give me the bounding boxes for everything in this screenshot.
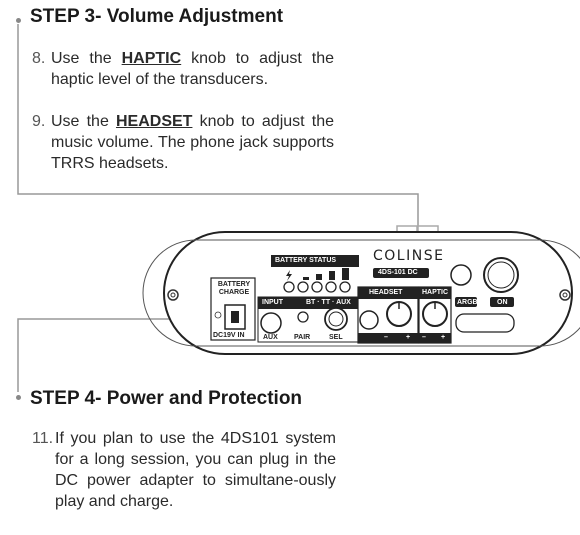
- item-number: 11.: [32, 430, 54, 447]
- input-modes-label: BT · TT · AUX: [306, 299, 351, 306]
- step4-title: Power and Protection: [106, 388, 303, 409]
- step4-item-11: 11. If you plan to use the 4DS101 system…: [32, 428, 336, 512]
- step4-heading: STEP 4- Power and Protection: [30, 388, 302, 410]
- battery-status-label: BATTERY STATUS: [275, 257, 337, 264]
- aux-jack: [260, 312, 282, 334]
- step4-leader-line: [17, 318, 238, 392]
- battery-led-indicators: [283, 281, 351, 293]
- step3-title: Volume Adjustment: [106, 6, 284, 27]
- item-number: 8.: [32, 50, 46, 67]
- item-text: Use the HEADSET knob to adjust the music…: [51, 113, 334, 172]
- step3-item-9: 9. Use the HEADSET knob to adjust the mu…: [32, 111, 334, 174]
- haptic-label: HAPTIC: [422, 289, 449, 296]
- device-inner-outline: [142, 239, 580, 347]
- polarity-icon: [214, 311, 222, 319]
- battery-charge-label: BATTERY CHARGE: [217, 281, 251, 296]
- headset-plus-label: +: [406, 334, 411, 341]
- left-screw-icon: [167, 289, 179, 301]
- model-badge: [373, 268, 429, 278]
- step4-prefix: STEP 4-: [30, 388, 107, 409]
- haptic-plus-label: +: [441, 334, 446, 341]
- step3-item-8: 8. Use the HAPTIC knob to adjust the hap…: [32, 48, 334, 90]
- headset-keyword: HEADSET: [115, 113, 193, 130]
- haptic-minus-label: –: [422, 334, 426, 341]
- step3-leader-line: [17, 24, 419, 226]
- battery-level-icons: [286, 268, 349, 281]
- battery-charge-box: [210, 277, 256, 341]
- pair-button: [297, 311, 309, 323]
- dc-in-label: DC19V IN: [213, 332, 245, 339]
- step3-bullet: [16, 18, 21, 23]
- item-text: Use the HAPTIC knob to adjust the haptic…: [51, 50, 334, 88]
- aux-label: AUX: [263, 334, 278, 341]
- headset-label: HEADSET: [369, 289, 403, 296]
- argb-label: ARGB: [457, 299, 478, 306]
- step4-bullet: [16, 395, 21, 400]
- step3-prefix: STEP 3-: [30, 6, 107, 27]
- on-label: ON: [497, 299, 508, 306]
- input-section-bar: [258, 297, 358, 309]
- step3-heading: STEP 3- Volume Adjustment: [30, 6, 283, 28]
- input-label: INPUT: [262, 299, 283, 306]
- headset-minus-label: –: [384, 334, 388, 341]
- headset-jack: [359, 310, 379, 330]
- argb-button: [450, 264, 472, 286]
- battery-status-bar: [271, 255, 359, 267]
- sel-label: SEL: [329, 334, 343, 341]
- item-text: If you plan to use the 4DS101 system for…: [55, 430, 336, 510]
- argb-strip: [455, 313, 515, 333]
- model-label: 4DS-101 DC: [378, 269, 418, 276]
- brand-logo: COLINSE: [373, 248, 445, 264]
- pair-label: PAIR: [294, 334, 311, 341]
- right-screw-icon: [559, 289, 571, 301]
- haptic-keyword: HAPTIC: [121, 50, 182, 67]
- item-number: 9.: [32, 113, 46, 130]
